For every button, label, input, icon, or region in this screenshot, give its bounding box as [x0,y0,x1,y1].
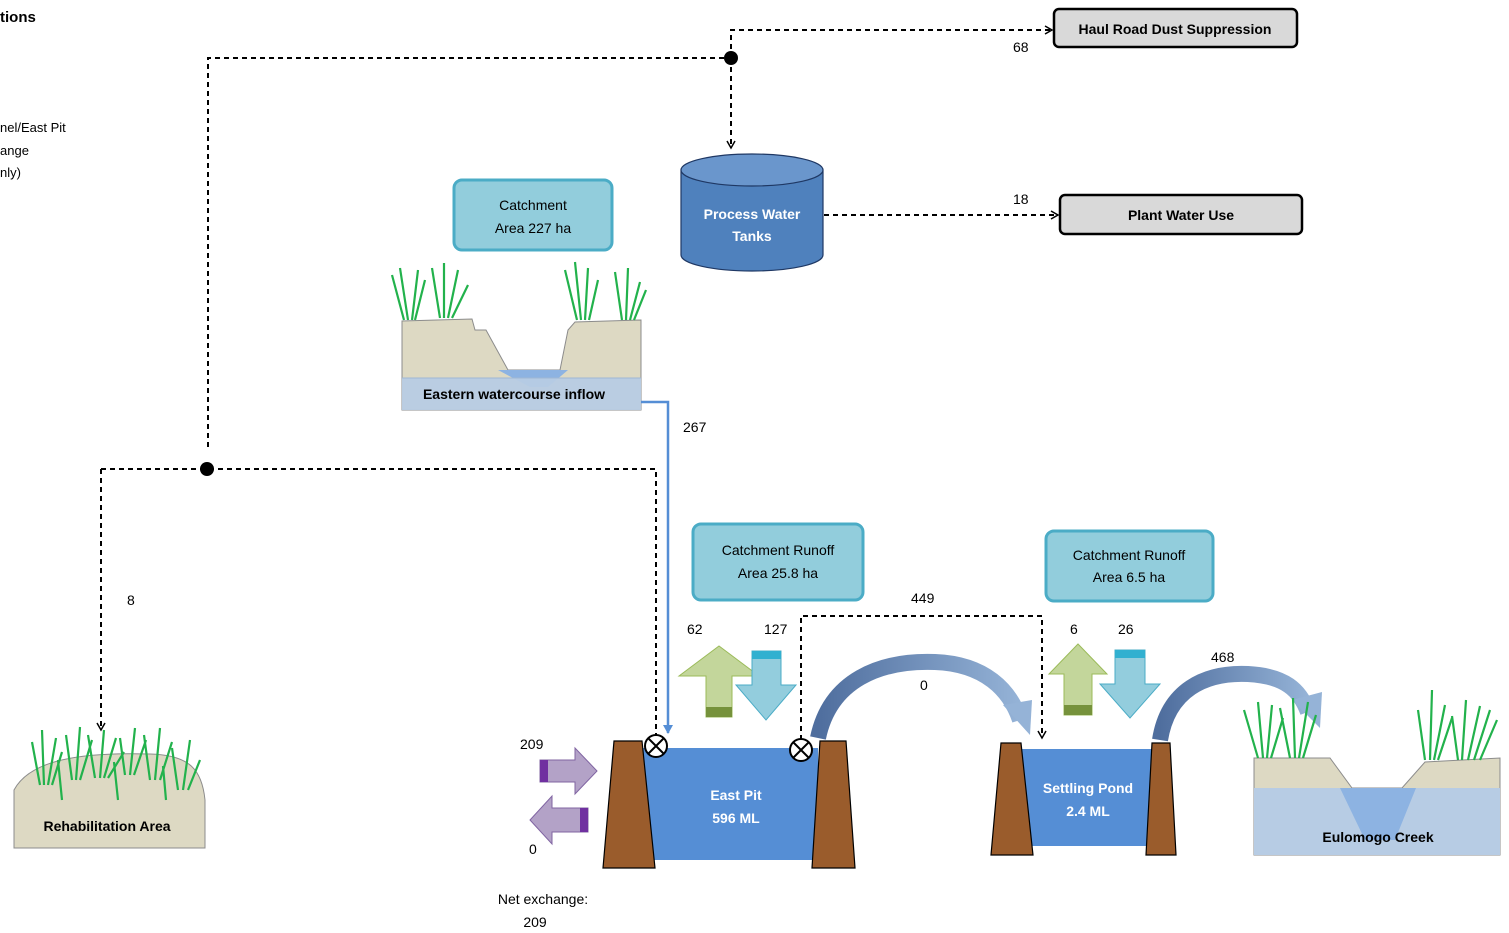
runoff-pond-box: Catchment Runoff Area 6.5 ha [1044,529,1215,603]
eulomogo-creek-label: Eulomogo Creek [1322,829,1433,845]
catchment-top-line1: Catchment [499,197,567,213]
rehabilitation-area: Rehabilitation Area [13,726,206,849]
flow-haul-road-value: 68 [1013,39,1029,55]
pond-evaporation-arrow [1047,643,1109,716]
pit-evaporation-arrow [677,645,761,718]
pipe-pit-pumpout [101,468,657,740]
overflow-arc-pond-to-creek [1152,665,1316,742]
pipe-main-vertical [207,57,731,447]
junction-dot-lower [200,462,214,476]
net-exchange-label: Net exchange: [498,891,588,907]
tanks-label-line2: Tanks [732,228,772,244]
catchment-top-box: Catchment Area 227 ha [452,178,614,252]
east-pit-label-line2: 596 ML [712,810,760,826]
catchment-top-line2: Area 227 ha [495,220,571,236]
pond-wall-left [990,742,1034,856]
plant-water-label: Plant Water Use [1128,207,1234,223]
junction-dot-top [724,51,738,65]
east-pit: East Pit 596 ML [602,740,856,869]
flow-groundwater-in-value: 209 [520,736,544,752]
flow-pit-evap-value: 62 [687,621,703,637]
eastern-watercourse: Eastern watercourse inflow [390,261,648,411]
net-exchange-value: 209 [523,914,547,930]
pond-rainfall-arrow [1098,649,1162,719]
pond-wall-right [1145,742,1177,856]
rehab-area-label: Rehabilitation Area [43,818,170,834]
eulomogo-creek: Eulomogo Creek [1242,689,1501,856]
eastern-inflow-label: Eastern watercourse inflow [423,386,605,402]
note-fragment-2: ange [0,143,29,158]
flow-eastern-inflow-value: 267 [683,419,707,435]
grass-clump [390,261,648,321]
flow-rehab-value: 8 [127,592,135,608]
settling-pond-label-line2: 2.4 ML [1066,803,1110,819]
groundwater-out-arrow [529,794,589,846]
note-fragment-3: nly) [0,165,21,180]
east-pit-label-line1: East Pit [710,787,762,803]
haul-road-label: Haul Road Dust Suppression [1079,21,1272,37]
title-fragment: tions [0,9,36,26]
pipe-pit-to-pond [800,615,1047,740]
grass-clump [1242,689,1499,761]
runoff-pit-line1: Catchment Runoff [722,542,835,558]
flow-plant-value: 18 [1013,191,1029,207]
pit-wall-left [602,740,656,869]
runoff-pit-line2: Area 25.8 ha [738,565,818,581]
groundwater-in-arrow [539,746,598,796]
settling-pond: Settling Pond 2.4 ML [990,742,1177,856]
flow-pit-to-pond-value: 449 [911,590,935,606]
grass-clump [30,726,202,801]
runoff-pit-box: Catchment Runoff Area 25.8 ha [691,522,865,602]
runoff-pond-line1: Catchment Runoff [1073,547,1186,563]
pipeline-network [96,25,1060,740]
runoff-pond-line2: Area 6.5 ha [1093,569,1166,585]
valve-icon [789,738,813,762]
flow-pit-overflow-value: 0 [920,677,928,693]
valve-icon [644,734,668,758]
pit-wall-right [811,740,856,869]
settling-pond-label-line1: Settling Pond [1043,780,1133,796]
flow-pit-rain-value: 127 [764,621,788,637]
note-fragment-1: nel/East Pit [0,120,66,135]
overflow-arc-pit-head [1003,700,1032,735]
overflow-arc-pit-to-pond [810,653,1028,740]
flow-pond-to-creek-value: 468 [1211,649,1235,665]
flow-pond-evap-value: 6 [1070,621,1078,637]
flow-pond-rain-value: 26 [1118,621,1134,637]
flow-groundwater-out-value: 0 [529,841,537,857]
plant-water-node: Plant Water Use [1058,193,1304,236]
haul-road-node: Haul Road Dust Suppression [1052,7,1299,49]
pipe-to-haul-road [730,25,1054,58]
pit-rainfall-arrow [734,650,798,721]
process-water-tanks: Process Water Tanks [680,153,824,272]
tanks-label-line1: Process Water [704,206,801,222]
eastern-inflow-pipe [641,400,673,734]
